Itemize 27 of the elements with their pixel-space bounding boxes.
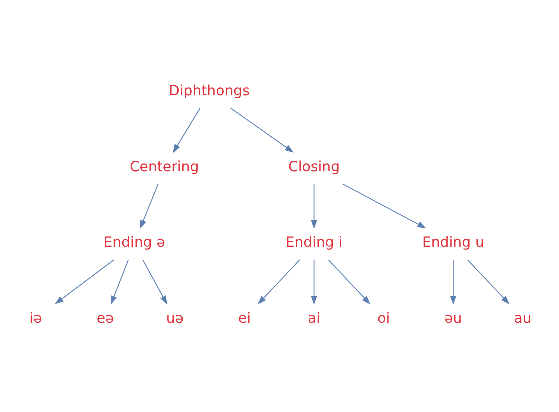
node-text: ai bbox=[308, 310, 321, 327]
node-text: eə bbox=[96, 310, 114, 327]
arrow bbox=[258, 260, 300, 305]
arrow bbox=[142, 260, 168, 305]
arrow bbox=[328, 260, 371, 305]
arrow bbox=[173, 108, 201, 154]
arrow bbox=[342, 184, 426, 229]
node-text: Diphthongs bbox=[169, 84, 250, 100]
arrow bbox=[140, 184, 159, 230]
node-text: Ending ə bbox=[104, 235, 166, 252]
node-text: au bbox=[514, 310, 532, 327]
arrow bbox=[311, 184, 318, 230]
arrow bbox=[311, 260, 318, 306]
node-text: ei bbox=[238, 310, 251, 327]
arrow bbox=[110, 260, 130, 305]
node-text: uə bbox=[166, 310, 184, 327]
arrow bbox=[450, 260, 457, 306]
node-text: Centering bbox=[130, 159, 200, 176]
node-text: Closing bbox=[288, 159, 340, 176]
node-text: Ending u bbox=[422, 235, 484, 252]
node-text: oi bbox=[378, 310, 390, 327]
node-text: Ending i bbox=[286, 235, 343, 252]
arrow bbox=[55, 259, 115, 304]
arrow bbox=[467, 260, 510, 305]
node-text: əu bbox=[444, 310, 462, 327]
arrow bbox=[230, 108, 294, 153]
node-text: iə bbox=[30, 310, 42, 327]
